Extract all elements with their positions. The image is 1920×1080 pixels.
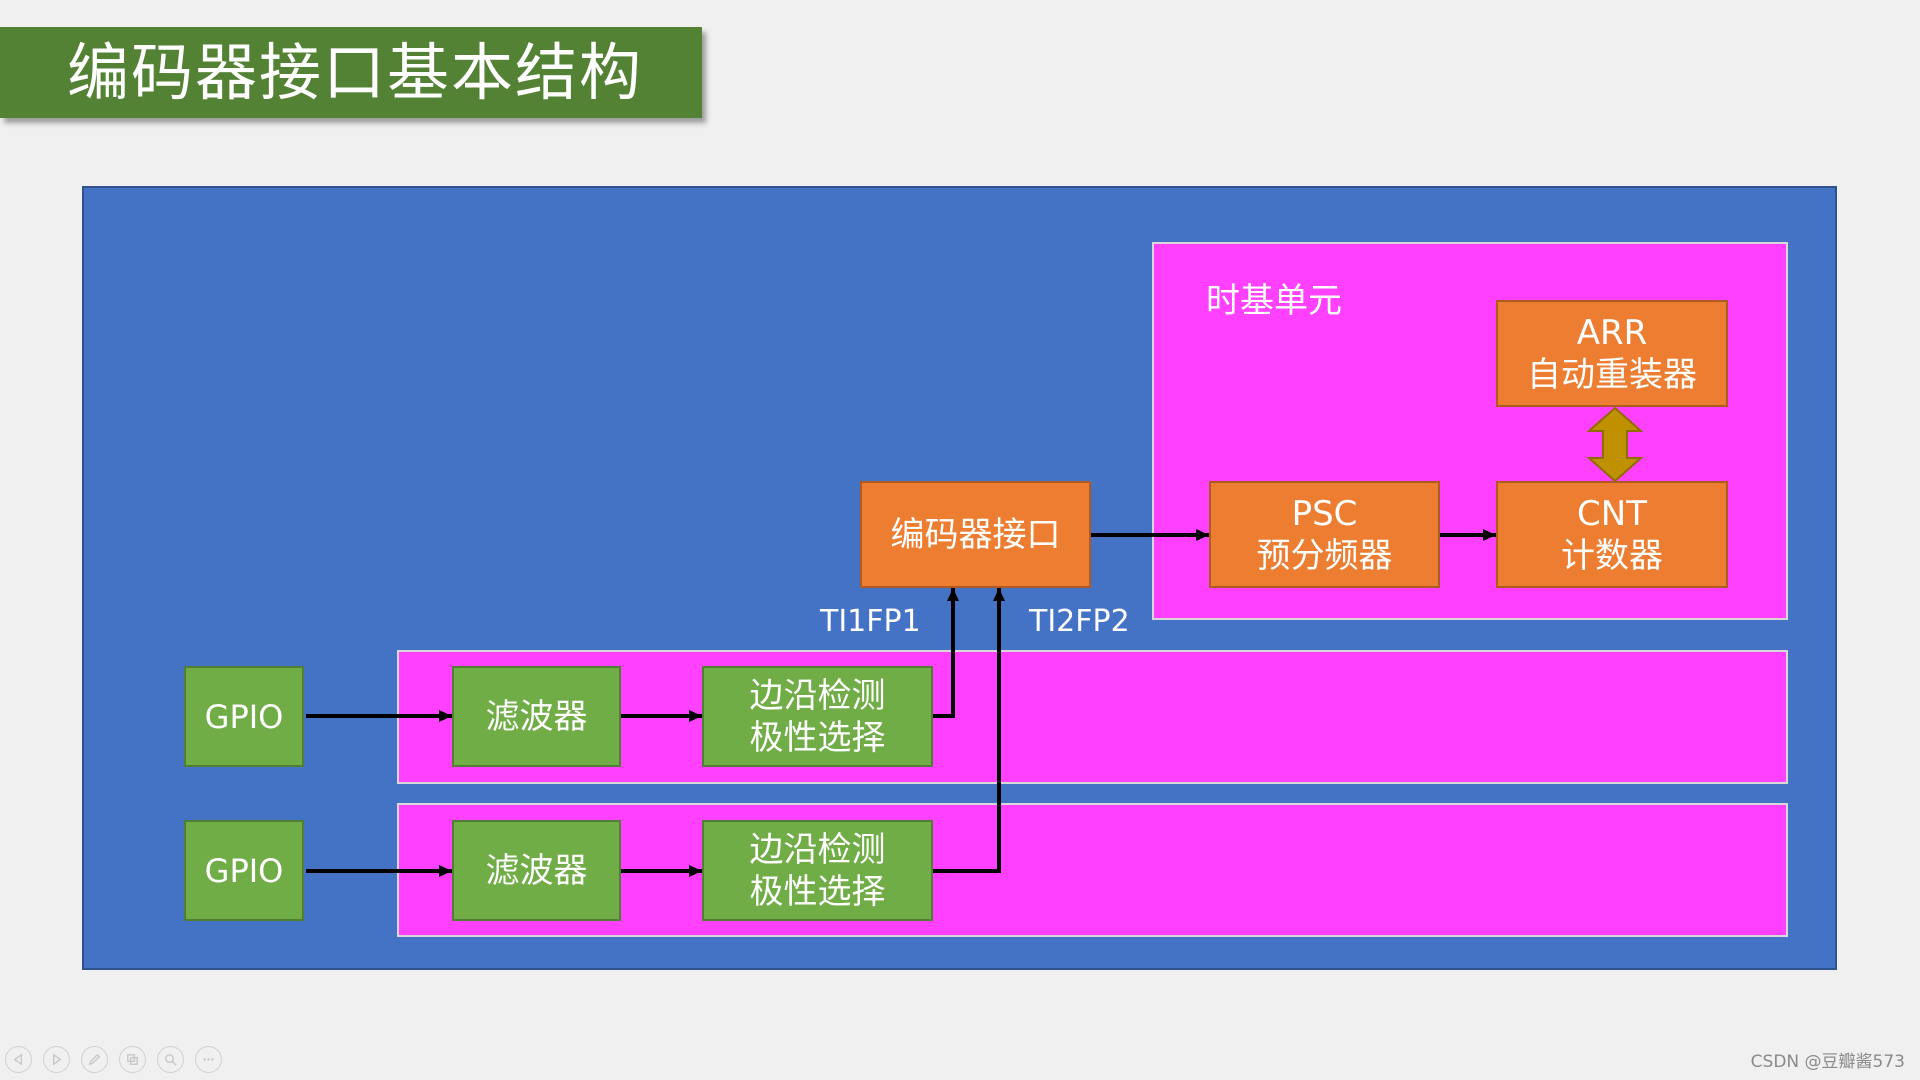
pen-tool-button[interactable] <box>81 1046 108 1073</box>
signal-label-ti2fp2: TI2FP2 <box>1029 604 1130 639</box>
cnt-description: 计数器 <box>1561 535 1663 576</box>
zoom-icon <box>165 1054 177 1066</box>
slide-title: 编码器接口基本结构 <box>67 36 644 109</box>
cnt-block: CNT 计数器 <box>1496 481 1728 588</box>
polarity-select-label: 极性选择 <box>749 871 886 912</box>
cnt-name: CNT <box>1577 493 1647 534</box>
psc-name: PSC <box>1291 493 1358 534</box>
next-slide-button[interactable] <box>43 1046 70 1073</box>
more-icon <box>203 1058 214 1061</box>
previous-slide-button[interactable] <box>5 1046 32 1073</box>
zoom-button[interactable] <box>157 1046 184 1073</box>
edge-detect-label: 边沿检测 <box>749 829 886 870</box>
more-options-button[interactable] <box>195 1046 222 1073</box>
edge-polarity-block-1: 边沿检测 极性选择 <box>702 666 933 767</box>
slides-icon <box>127 1054 138 1065</box>
edge-polarity-block-2: 边沿检测 极性选择 <box>702 820 933 921</box>
filter-block-1: 滤波器 <box>452 666 621 767</box>
encoder-interface-block: 编码器接口 <box>860 481 1091 588</box>
gpio-label: GPIO <box>204 697 284 736</box>
polarity-select-label: 极性选择 <box>749 717 886 758</box>
arr-name: ARR <box>1576 312 1648 353</box>
filter-block-2: 滤波器 <box>452 820 621 921</box>
previous-icon <box>13 1053 23 1066</box>
pen-icon <box>88 1053 101 1066</box>
arr-block: ARR 自动重装器 <box>1496 300 1728 407</box>
gpio-block-1: GPIO <box>184 666 304 767</box>
arr-description: 自动重装器 <box>1527 354 1697 395</box>
slideshow-controls <box>5 1046 222 1073</box>
psc-block: PSC 预分频器 <box>1209 481 1440 588</box>
filter-label: 滤波器 <box>485 696 588 737</box>
title-bar: 编码器接口基本结构 <box>0 27 702 118</box>
watermark: CSDN @豆瓣酱573 <box>1750 1052 1905 1072</box>
filter-label: 滤波器 <box>485 850 588 891</box>
edge-detect-label: 边沿检测 <box>749 675 886 716</box>
next-icon <box>52 1053 62 1066</box>
gpio-label: GPIO <box>204 851 284 890</box>
psc-description: 预分频器 <box>1256 535 1393 576</box>
slides-overview-button[interactable] <box>119 1046 146 1073</box>
encoder-interface-label: 编码器接口 <box>890 514 1061 555</box>
gpio-block-2: GPIO <box>184 820 304 921</box>
time-base-label: 时基单元 <box>1206 281 1342 321</box>
signal-label-ti1fp1: TI1FP1 <box>820 604 921 639</box>
